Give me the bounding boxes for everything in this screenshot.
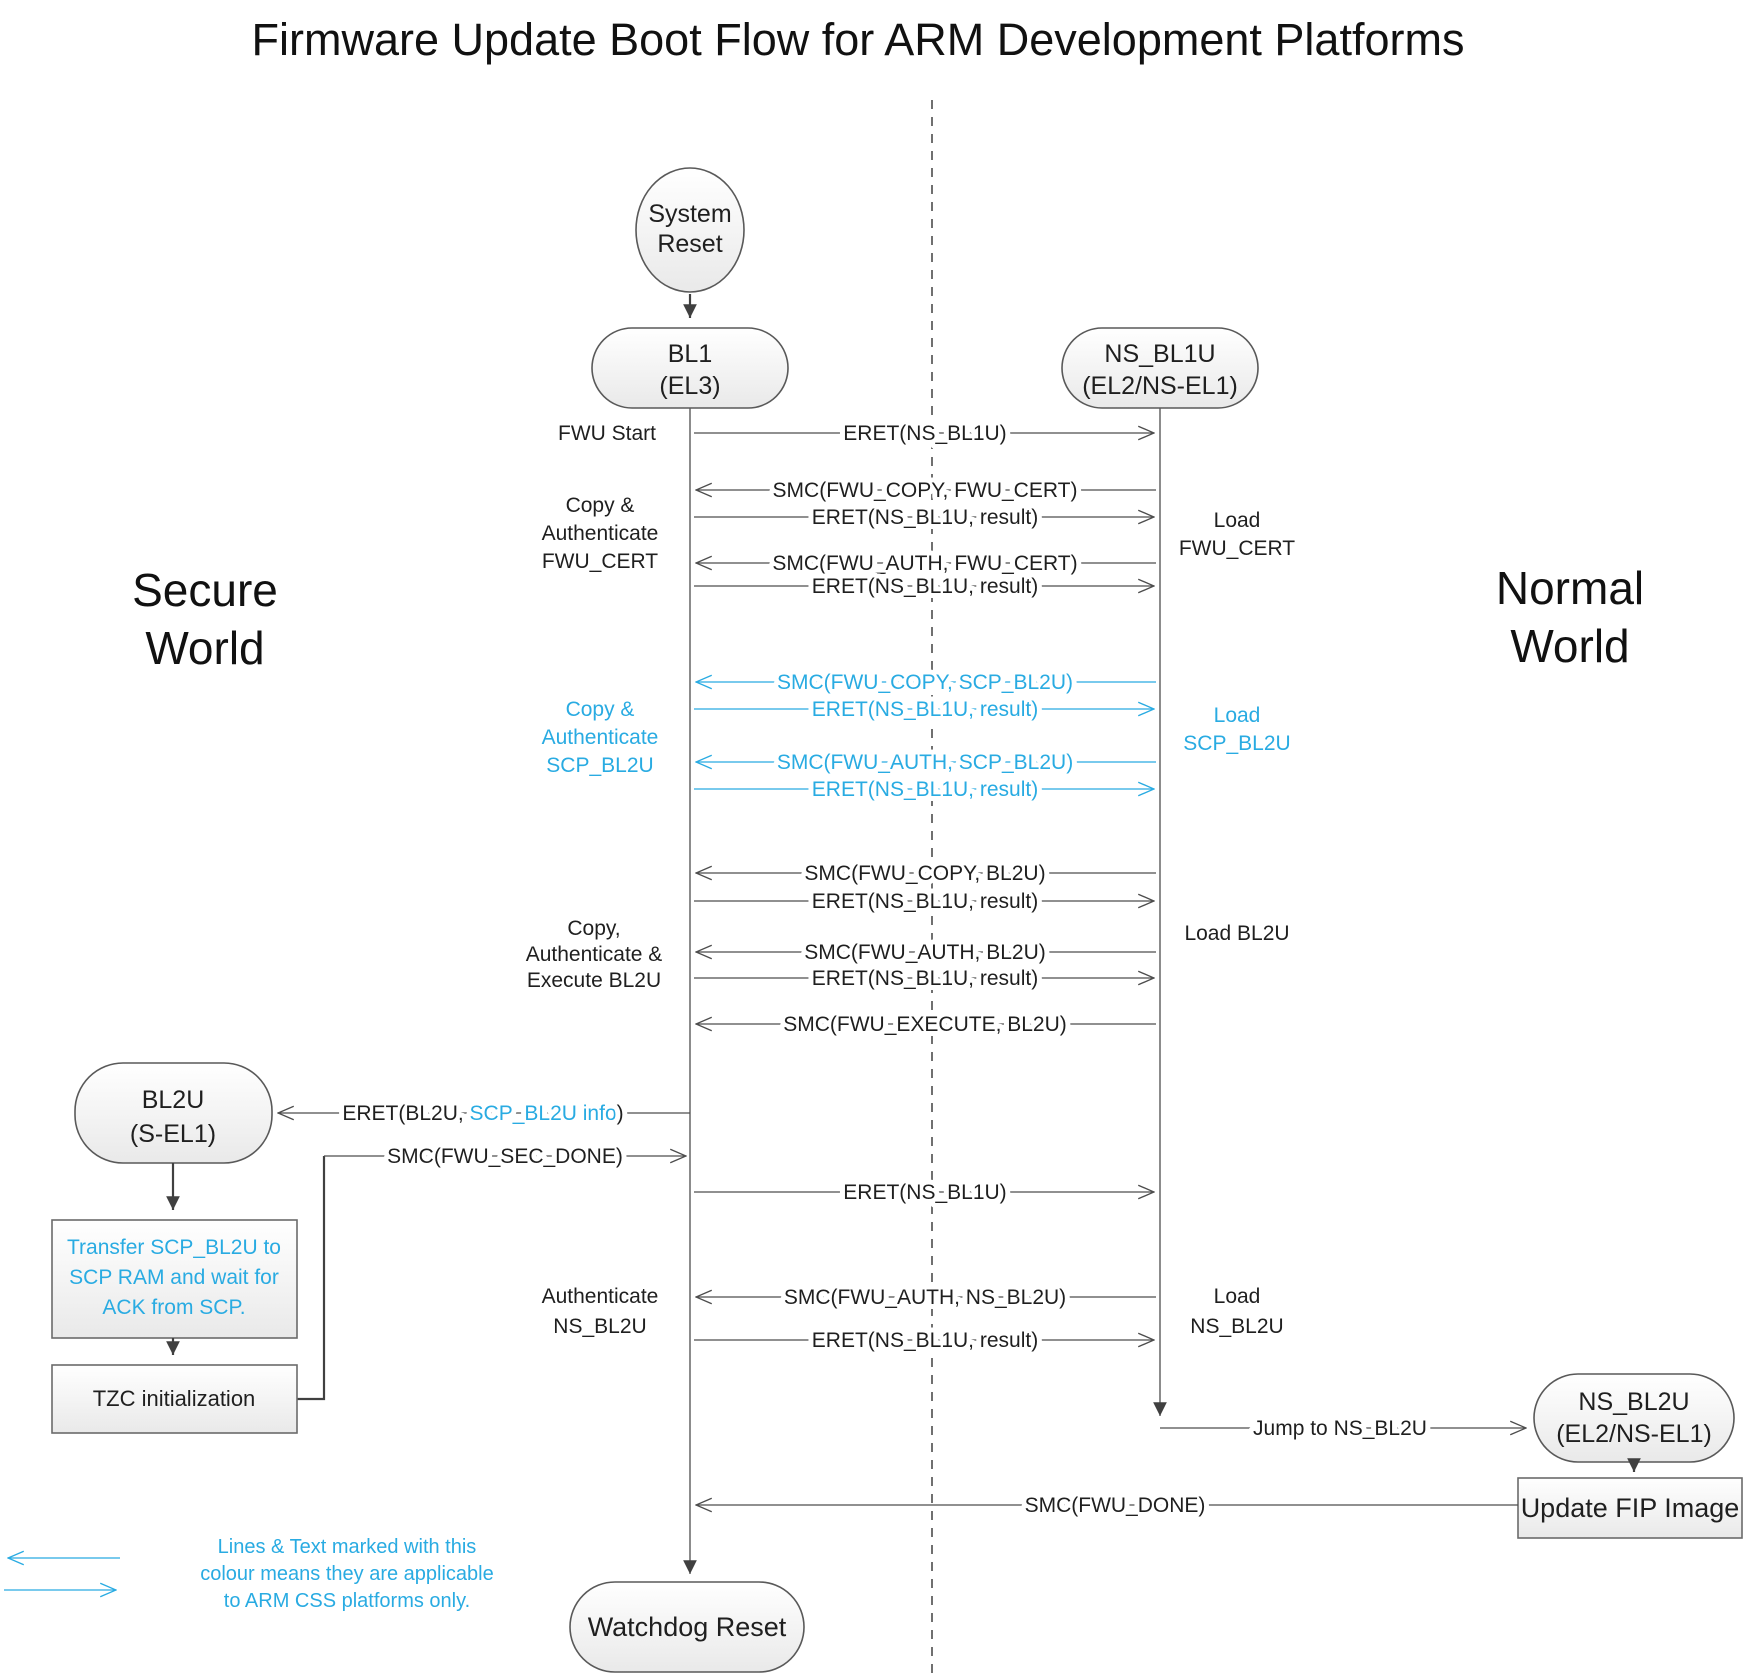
svg-text:Reset: Reset (657, 230, 722, 258)
bl1-shape (591, 327, 789, 409)
svg-text:NS_BL2U: NS_BL2U (1190, 1315, 1283, 1338)
watchdog-shape (569, 1581, 805, 1673)
eret-bl2u-suffix: ) (617, 1102, 624, 1125)
message-label: ERET(NS_BL1U) (843, 422, 1006, 445)
message-label: SMC(FWU_SEC_DONE) (387, 1145, 623, 1168)
message-label: SMC(FWU_AUTH, BL2U) (804, 941, 1046, 964)
elbow-connector-tzc-to-smc (297, 1156, 326, 1401)
message-label: ERET(NS_BL1U, result) (812, 1329, 1038, 1352)
update-fip-shape (1517, 1477, 1743, 1539)
label-load-fwu-cert: Load (1214, 509, 1261, 532)
label-copy-auth-scp-bl2u: Copy & (566, 698, 635, 721)
node-transfer-scp: Transfer SCP_BL2U to SCP RAM and wait fo… (51, 1219, 298, 1339)
message-label: SMC(FWU_AUTH, FWU_CERT) (772, 552, 1077, 575)
system-reset-ellipse (635, 167, 745, 293)
message-label-eret-bl2u: ERET(BL2U, SCP_BL2U info) (342, 1102, 623, 1125)
svg-text:Watchdog Reset: Watchdog Reset (588, 1612, 787, 1642)
node-ns-bl1u: NS_BL1U (EL2/NS-EL1) (1061, 327, 1259, 409)
svg-text:Authenticate &: Authenticate & (526, 943, 663, 966)
svg-text:colour means they are applicab: colour means they are applicable (200, 1563, 494, 1585)
page-title: Firmware Update Boot Flow for ARM Develo… (252, 14, 1465, 65)
svg-text:(EL3): (EL3) (659, 372, 720, 400)
svg-text:to ARM CSS platforms only.: to ARM CSS platforms only. (224, 1590, 470, 1612)
label-copy-auth-exec-bl2u: Copy, (567, 917, 620, 940)
label-copy-auth-fwu-cert: Copy & (566, 494, 635, 517)
node-update-fip: Update FIP Image (1517, 1477, 1743, 1539)
svg-text:World: World (145, 622, 264, 674)
message-label: ERET(NS_BL1U, result) (812, 575, 1038, 598)
svg-text:(EL2/NS-EL1): (EL2/NS-EL1) (1082, 372, 1238, 400)
node-ns-bl2u: NS_BL2U (EL2/NS-EL1) (1533, 1373, 1735, 1463)
svg-text:(EL2/NS-EL1): (EL2/NS-EL1) (1556, 1420, 1712, 1448)
secure-world-label: Secure World (132, 564, 278, 674)
svg-text:ACK from SCP.: ACK from SCP. (102, 1296, 245, 1319)
message-label: SMC(FWU_AUTH, SCP_BL2U) (777, 751, 1073, 774)
message-label: SMC(FWU_AUTH, NS_BL2U) (784, 1286, 1066, 1309)
message-label: ERET(NS_BL1U) (843, 1181, 1006, 1204)
label-fwu-start: FWU Start (558, 422, 656, 445)
message-label: ERET(NS_BL1U, result) (812, 698, 1038, 721)
message-label: SMC(FWU_COPY, BL2U) (804, 862, 1045, 885)
right-side-labels: Load FWU_CERT Load SCP_BL2U Load BL2U Lo… (1179, 509, 1295, 1338)
legend-text: Lines & Text marked with this (218, 1536, 477, 1558)
node-watchdog-reset: Watchdog Reset (569, 1581, 805, 1673)
svg-text:(S-EL1): (S-EL1) (130, 1120, 216, 1148)
message-label: ERET(NS_BL1U, result) (812, 506, 1038, 529)
label-auth-ns-bl2u: Authenticate (542, 1285, 659, 1308)
node-system-reset: System Reset (635, 167, 745, 293)
normal-world-label: Normal World (1496, 562, 1644, 672)
ns-bl1u-shape (1061, 327, 1259, 409)
svg-text:Authenticate: Authenticate (542, 726, 659, 749)
label-load-scp-bl2u: Load (1214, 704, 1261, 727)
node-bl1: BL1 (EL3) (591, 327, 789, 409)
svg-text:Update FIP Image: Update FIP Image (1521, 1493, 1740, 1523)
sequence-messages: ERET(NS_BL1U) SMC(FWU_COPY, FWU_CERT) ER… (694, 417, 1156, 1357)
svg-text:FWU_CERT: FWU_CERT (1179, 537, 1295, 560)
svg-text:NS_BL1U: NS_BL1U (1104, 340, 1215, 368)
tzc-shape (51, 1364, 298, 1434)
message-label: SMC(FWU_COPY, SCP_BL2U) (777, 671, 1073, 694)
message-label: Jump to NS_BL2U (1253, 1417, 1427, 1440)
svg-text:BL2U: BL2U (142, 1086, 205, 1114)
svg-text:SCP_BL2U: SCP_BL2U (1183, 732, 1290, 755)
svg-text:Normal: Normal (1496, 562, 1644, 614)
svg-text:NS_BL2U: NS_BL2U (1578, 1388, 1689, 1416)
svg-text:Authenticate: Authenticate (542, 522, 659, 545)
svg-text:TZC initialization: TZC initialization (93, 1386, 256, 1411)
svg-text:SCP RAM and wait for: SCP RAM and wait for (69, 1266, 279, 1289)
svg-text:Execute BL2U: Execute BL2U (527, 969, 661, 992)
message-label: SMC(FWU_EXECUTE, BL2U) (783, 1013, 1067, 1036)
message-label: SMC(FWU_DONE) (1025, 1494, 1206, 1517)
node-tzc: TZC initialization (51, 1364, 298, 1434)
eret-bl2u-blue-part: SCP_BL2U info (470, 1102, 617, 1125)
message-label: ERET(NS_BL1U, result) (812, 967, 1038, 990)
transfer-scp-shape (51, 1219, 298, 1339)
svg-text:Secure: Secure (132, 564, 278, 616)
message-label: ERET(NS_BL1U, result) (812, 778, 1038, 801)
svg-text:NS_BL2U: NS_BL2U (553, 1315, 646, 1338)
svg-text:World: World (1510, 620, 1629, 672)
svg-text:System: System (648, 200, 731, 228)
message-label: SMC(FWU_COPY, FWU_CERT) (773, 479, 1078, 502)
node-bl2u: BL2U (S-EL1) (74, 1062, 273, 1164)
label-load-ns-bl2u: Load (1214, 1285, 1261, 1308)
svg-text:Transfer SCP_BL2U to: Transfer SCP_BL2U to (67, 1236, 281, 1259)
label-load-bl2u: Load BL2U (1184, 922, 1289, 945)
svg-text:FWU_CERT: FWU_CERT (542, 550, 658, 573)
left-side-labels: FWU Start Copy & Authenticate FWU_CERT C… (526, 422, 663, 1338)
message-label: ERET(NS_BL1U, result) (812, 890, 1038, 913)
legend: Lines & Text marked with this colour mea… (4, 1536, 494, 1612)
svg-text:BL1: BL1 (668, 340, 712, 368)
svg-text:SCP_BL2U: SCP_BL2U (546, 754, 653, 777)
eret-bl2u-prefix: ERET(BL2U, (342, 1102, 469, 1125)
